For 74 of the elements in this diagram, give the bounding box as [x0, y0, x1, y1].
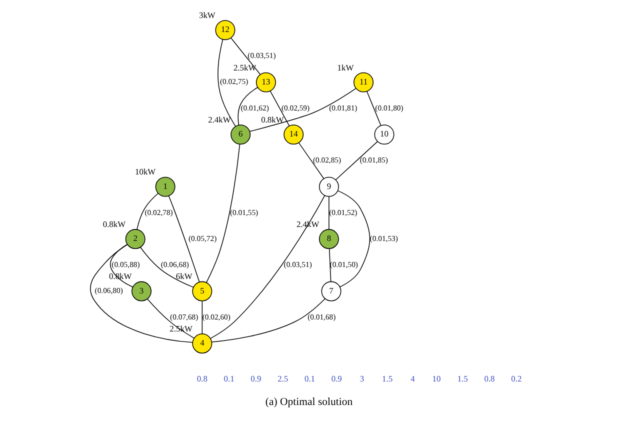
edge-label: (0.02,60)	[202, 312, 230, 322]
connector	[90, 244, 192, 343]
label: 1.5	[382, 373, 392, 384]
node-label: 3kW	[198, 10, 215, 20]
edge-label: (0.02,59)	[280, 103, 310, 112]
edge-label: (0.01,55)	[229, 208, 258, 217]
node-circle: 1	[154, 176, 175, 197]
label: 3	[359, 373, 364, 384]
label: 0.9	[250, 373, 261, 384]
edge-label: (0.02,85)	[312, 156, 341, 165]
connector	[146, 298, 194, 339]
connector	[201, 300, 202, 334]
edge-label: (0.01,68)	[307, 312, 336, 322]
node-circle: 3	[131, 281, 151, 302]
connector	[237, 87, 258, 126]
label: 1.5	[456, 373, 468, 384]
node-label: 2.4kW	[208, 114, 230, 124]
node-label: 1kW	[336, 62, 354, 72]
node-circle: 11	[353, 72, 373, 92]
edge-label: (0.01,53)	[369, 234, 398, 243]
connector	[211, 298, 325, 342]
node-circle: 8	[318, 229, 338, 250]
edge-label: (0.01,85)	[359, 156, 388, 165]
node-circle: 4	[192, 334, 212, 354]
connector	[337, 190, 370, 288]
connector	[140, 246, 194, 288]
connector	[298, 142, 324, 179]
edge-label: (0.06,68)	[160, 260, 188, 270]
edge-label: (0.02,75)	[220, 77, 248, 86]
label: 0.8	[196, 373, 207, 384]
label: 0.9	[330, 373, 342, 384]
edge-label: (0.07,68)	[170, 312, 198, 322]
connector	[269, 90, 290, 126]
label: 4	[410, 373, 414, 384]
connector	[136, 192, 158, 230]
connector	[334, 141, 378, 180]
label: 0.2	[510, 373, 522, 384]
edge-label: (0.01,81)	[328, 103, 357, 112]
node-circle: 9	[318, 176, 338, 197]
edge-label: (0.05,72)	[188, 234, 216, 243]
node-circle: 13	[255, 72, 276, 92]
label: 0.1	[223, 373, 234, 384]
connector	[366, 91, 381, 126]
connector	[210, 195, 325, 339]
connector	[206, 144, 240, 283]
edge-label: (0.03,51)	[247, 51, 276, 60]
edge-label: (0.05,88)	[111, 260, 140, 270]
node-circle: 10	[374, 124, 394, 145]
label: 2.5	[277, 373, 288, 384]
node-circle: 14	[283, 124, 304, 145]
node-circle: 2	[124, 229, 145, 250]
label: 0.1	[304, 373, 315, 384]
connector	[328, 196, 329, 230]
node-circle: 5	[192, 281, 212, 302]
node-label: 10kW	[134, 166, 156, 177]
node-circle: 7	[320, 281, 341, 302]
label: 10	[432, 373, 440, 384]
node-label: 6kW	[175, 271, 192, 282]
node-circle: 6	[230, 124, 250, 145]
caption: (a) Optimal solution	[264, 396, 352, 408]
connector	[328, 248, 331, 282]
connector	[248, 88, 356, 132]
node-circle: 12	[214, 20, 235, 40]
edge-label: (0.06,80)	[94, 286, 122, 296]
edge-label: (0.01,62)	[240, 103, 268, 112]
label: 0.8	[484, 373, 494, 384]
node-label: 0.8kW	[102, 218, 126, 229]
edge-label: (0.03,51)	[283, 260, 312, 270]
edge-label: (0.01,52)	[328, 208, 357, 217]
connector	[168, 196, 200, 282]
edge-label: (0.02,78)	[144, 208, 172, 217]
connector	[217, 39, 236, 127]
edge-label: (0.01,80)	[374, 103, 403, 112]
node-label: 0.8kW	[260, 114, 284, 124]
